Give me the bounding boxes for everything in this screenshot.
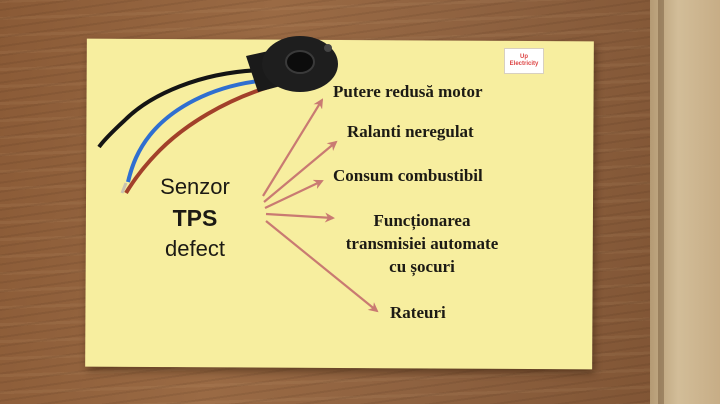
symptom-misfires: Rateuri <box>390 303 446 322</box>
sensor-title-line3: defect <box>165 236 225 261</box>
wire-blue <box>126 78 269 183</box>
wire-red <box>124 84 273 195</box>
symptom-reduced-power: Putere redusă motor <box>333 82 483 101</box>
logo-line2: Electricity <box>509 61 539 67</box>
logo-line1: Up <box>520 54 528 60</box>
tps-sensor <box>246 36 338 92</box>
arrow-1 <box>262 98 324 197</box>
arrow-5 <box>265 220 379 313</box>
sensor-screw-hole <box>324 44 332 52</box>
symptom-transmission-line1: Funcționarea <box>373 211 471 230</box>
symptom-irregular-idle: Ralanti neregulat <box>347 122 474 141</box>
arrows <box>262 98 379 313</box>
up-electricity-logo: Up Electricity <box>504 48 544 74</box>
arrow-4 <box>265 212 335 223</box>
arrow-3 <box>264 179 324 209</box>
sensor-wires <box>97 68 273 195</box>
wire-black <box>97 68 263 149</box>
table-edge <box>650 0 720 404</box>
symptom-transmission-line3: cu șocuri <box>389 257 455 276</box>
symptom-transmission-line2: transmisiei automate <box>345 234 499 253</box>
wire-tip <box>120 182 128 194</box>
symptom-transmission-shocks: Funcționarea transmisiei automate cu șoc… <box>327 209 517 278</box>
symptom-fuel-consumption: Consum combustibil <box>333 166 483 185</box>
sensor-title-line1: Senzor <box>160 174 230 199</box>
sensor-title-line2: TPS <box>172 205 218 231</box>
sensor-title: Senzor TPS defect <box>140 172 250 264</box>
arrow-2 <box>263 140 338 203</box>
sensor-rotor <box>285 50 315 74</box>
